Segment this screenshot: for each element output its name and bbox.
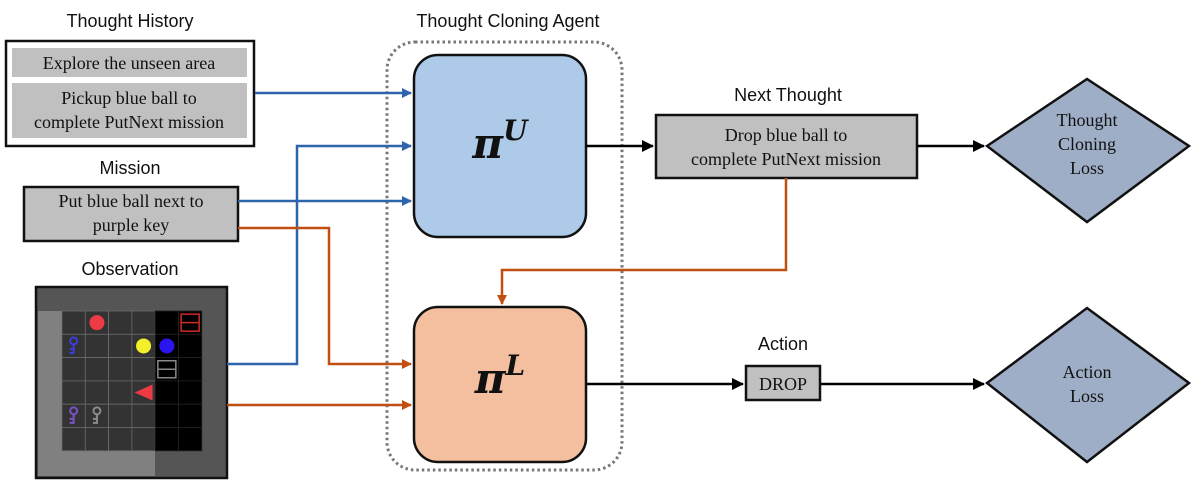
box-icon: [180, 313, 200, 332]
next-thought-heading: Next Thought: [734, 85, 842, 105]
grid-cell: [61, 310, 86, 335]
grid-cell: [84, 333, 110, 358]
text-line: Cloning: [1058, 134, 1116, 154]
mission-box: [22, 185, 240, 243]
grid-visible-wall-left: [38, 311, 62, 476]
observation-group: Observation: [34, 259, 229, 480]
key-icon: [92, 406, 102, 424]
thought-history-item-text: Pickup blue ball to complete PutNext miss…: [34, 88, 224, 132]
thought-history-item: [12, 48, 247, 77]
grid-cell: [108, 380, 133, 405]
grid-cell: [154, 427, 179, 452]
observation-grid: [34, 285, 229, 480]
grid-cell: [154, 380, 179, 405]
action-group: Action DROP: [744, 334, 822, 402]
upper-policy-label: πU: [471, 114, 529, 168]
thought-history-heading: Thought History: [66, 11, 193, 31]
text-line: Drop blue ball to: [725, 125, 847, 145]
box-icon: [157, 360, 177, 379]
grid-cell: [108, 403, 133, 428]
text-line: Pickup blue ball to: [61, 88, 196, 108]
grid-cell: [108, 310, 133, 335]
arrow-observation-to-upper: [227, 141, 412, 366]
grid-cell: [131, 427, 156, 452]
grid-cell: [61, 427, 86, 452]
thought-cloning-agent-group: Thought Cloning Agent πU πL: [385, 11, 624, 472]
grid-cell: [178, 427, 203, 452]
next-thought-text: Drop blue ball to complete PutNext missio…: [691, 125, 881, 169]
grid-cell: [131, 310, 156, 335]
next-thought-group: Next Thought Drop blue ball to complete P…: [654, 85, 919, 180]
action-heading: Action: [758, 334, 808, 354]
ball-icon: [159, 338, 175, 354]
grid-cell: [178, 357, 203, 382]
thought-history-group: Thought History Explore the unseen area …: [4, 11, 256, 148]
grid-cell: [108, 333, 133, 358]
grid-cell: [108, 357, 133, 382]
grid-visible-wall-bottom: [38, 451, 155, 476]
text-line: complete PutNext mission: [691, 149, 881, 169]
grid-cell: [131, 403, 156, 428]
text-line: purple key: [93, 215, 169, 235]
lower-policy-label: πL: [474, 349, 525, 403]
grid-cell: [131, 357, 156, 382]
observation-heading: Observation: [81, 259, 178, 279]
grid-cell: [108, 427, 133, 452]
grid-cell: [84, 357, 110, 382]
arrow-thought-to-lower: [497, 178, 788, 305]
grid-cell: [178, 380, 203, 405]
text-line: Put blue ball next to: [59, 191, 204, 211]
grid-cell: [154, 310, 179, 335]
text-line: Loss: [1070, 158, 1104, 178]
grid-cell: [84, 380, 110, 405]
grid-cell: [61, 357, 86, 382]
grid-cell: [84, 427, 110, 452]
mission-text: Put blue ball next to purple key: [59, 191, 204, 235]
action-text: DROP: [759, 374, 807, 394]
mission-heading: Mission: [99, 158, 160, 178]
thought-cloning-loss-diamond: [984, 77, 1192, 224]
ball-icon: [136, 338, 152, 354]
agent-triangle-icon: [134, 384, 153, 401]
key-icon: [69, 336, 79, 354]
mission-group: Mission Put blue ball next to purple key: [22, 158, 240, 243]
agent-dotted-frame: [385, 40, 624, 472]
grid-cell: [178, 333, 203, 358]
text-line: Thought: [1057, 110, 1118, 130]
ball-icon: [89, 315, 105, 331]
grid-cell: [61, 380, 86, 405]
text-line: complete PutNext mission: [34, 112, 224, 132]
arrow-mission-to-lower: [238, 226, 412, 369]
agent-heading: Thought Cloning Agent: [416, 11, 599, 31]
text-line: Action: [1063, 362, 1112, 382]
action-loss-diamond: [984, 306, 1192, 464]
text-line: Explore the unseen area: [43, 53, 215, 73]
key-icon: [69, 406, 79, 424]
text-line: Loss: [1070, 386, 1104, 406]
grid-cell: [178, 403, 203, 428]
thought-history-item-text: Explore the unseen area: [43, 53, 215, 73]
grid-cell: [154, 403, 179, 428]
thought-history-item: [12, 83, 247, 138]
